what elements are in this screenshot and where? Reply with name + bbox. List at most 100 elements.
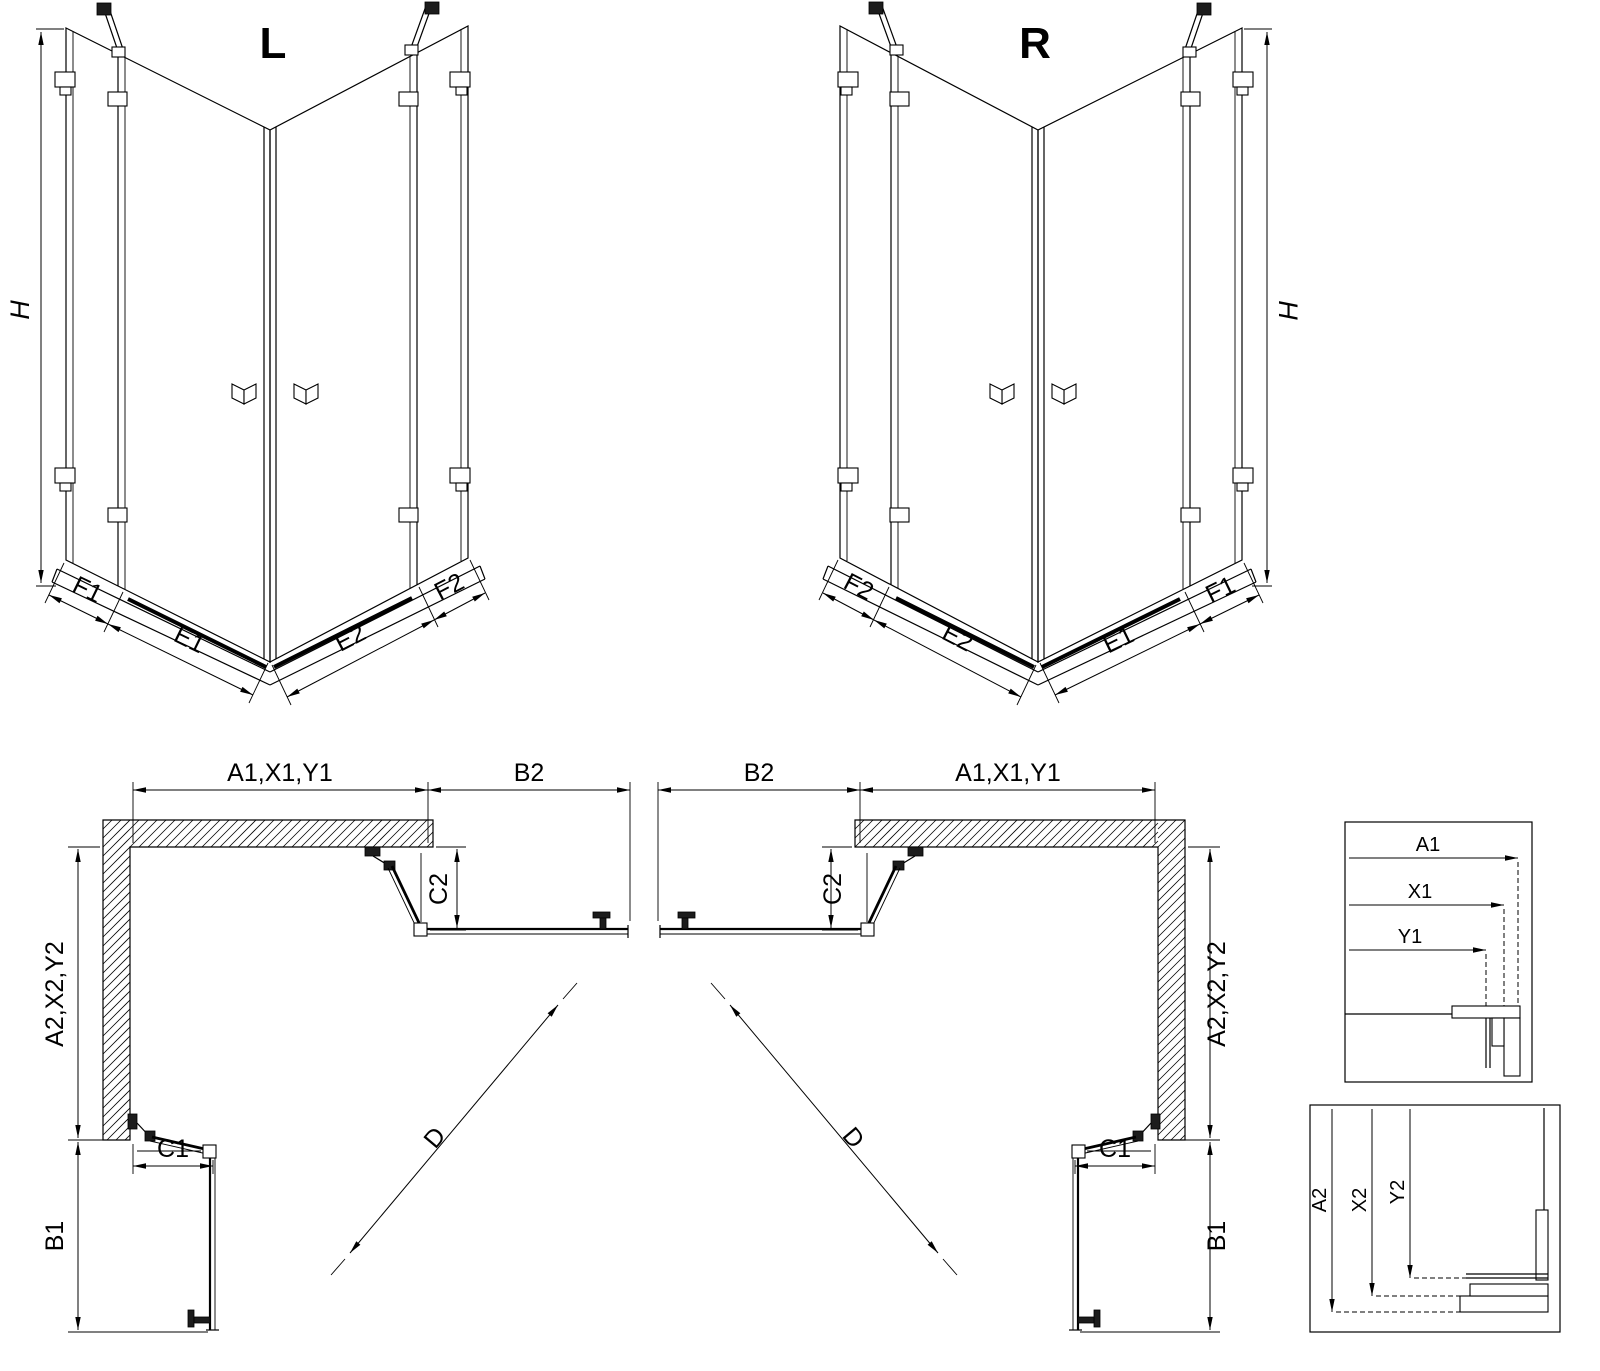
arrowhead: [75, 1317, 81, 1330]
hatch-line: [854, 819, 874, 839]
dim-label-C1-left: C1: [157, 1135, 189, 1163]
rod-glass-connector: [889, 44, 904, 56]
hatch-line: [102, 1035, 131, 1064]
hatch-line: [219, 819, 248, 848]
tray-edge: [1037, 568, 1252, 673]
view-label-R: R: [1019, 19, 1051, 68]
hatch-line: [1157, 990, 1186, 1019]
wall-hatching: [102, 819, 1186, 1141]
hatch-line: [1106, 819, 1135, 848]
hatch-line: [102, 1017, 131, 1046]
hatch-line: [1157, 891, 1186, 920]
door-handle: [231, 383, 245, 405]
wall-clamp: [1236, 86, 1249, 96]
arrowhead: [133, 1163, 146, 1169]
extension-line: [44, 562, 65, 604]
arrowhead: [108, 624, 121, 633]
hatch-line: [1088, 819, 1117, 848]
left-glass-panel: [65, 27, 271, 663]
arrowhead: [1200, 615, 1213, 624]
hatch-line: [228, 819, 257, 848]
door-handle: [293, 383, 307, 405]
hatch-line: [102, 882, 131, 911]
hatch-line: [1025, 819, 1054, 848]
right-glass-panel: [839, 25, 1039, 663]
hinge-block: [892, 860, 905, 871]
arrowhead: [200, 1163, 213, 1169]
hatch-line: [1157, 999, 1186, 1028]
arrowhead: [658, 787, 671, 793]
hatch-line: [210, 819, 239, 848]
door-hinge: [398, 91, 419, 107]
arrowhead: [1246, 595, 1259, 604]
hatch-line: [1007, 819, 1036, 848]
hatch-line: [327, 819, 356, 848]
hatch-line: [998, 819, 1027, 848]
wall-clamp: [449, 71, 471, 88]
arrowhead: [75, 1125, 81, 1138]
hatch-line: [1157, 927, 1186, 956]
handle: [1093, 1309, 1101, 1328]
arrowhead: [823, 593, 836, 602]
extension-line: [418, 586, 439, 628]
hatch-line: [183, 819, 212, 848]
hatch-line: [1157, 837, 1186, 866]
dim-label-F1-right: F1: [1201, 571, 1240, 609]
hatch-line: [354, 819, 383, 848]
rod-glass-connector: [1182, 46, 1197, 58]
hatch-line: [102, 1053, 131, 1082]
corner-bracket: [860, 922, 875, 937]
hatch-line: [399, 819, 428, 848]
door-C2: [390, 865, 423, 928]
hatch-line: [102, 828, 131, 857]
arrowhead: [38, 570, 44, 583]
hatch-line: [1157, 1098, 1186, 1127]
dim-line-D: [729, 1004, 939, 1254]
dim-label-A2X2Y2-left: A2,X2,Y2: [41, 941, 69, 1047]
wall-clamp: [1232, 71, 1254, 88]
door-C1-edge: [1080, 1140, 1139, 1155]
hatch-line: [1157, 828, 1186, 857]
hatch-line: [1157, 819, 1177, 839]
hatch-line: [935, 819, 964, 848]
detail-label-A1: A1: [1416, 834, 1440, 856]
hatch-line: [1157, 882, 1186, 911]
dim-label-A2X2Y2-right: A2,X2,Y2: [1203, 941, 1231, 1047]
hatch-line: [102, 927, 131, 956]
perspective-view-right: [818, 1, 1272, 706]
arrowhead: [1207, 849, 1213, 862]
hatch-line: [102, 837, 131, 866]
hatch-line: [1157, 945, 1186, 974]
hatch-line: [1157, 1107, 1186, 1136]
hinge-block: [383, 860, 396, 871]
dim-label-F1-left: F1: [68, 571, 107, 609]
hatch-line: [201, 819, 230, 848]
hatch-line: [102, 990, 131, 1019]
hatch-line: [102, 954, 131, 983]
hatch-line: [174, 819, 203, 848]
door-hinge: [364, 846, 381, 857]
extension-line: [1243, 562, 1264, 604]
hatch-line: [1070, 819, 1099, 848]
dim-label-A1X1Y1-right: A1,X1,Y1: [955, 759, 1061, 787]
hatch-line: [1157, 900, 1186, 929]
hatch-line: [102, 900, 131, 929]
arrowhead: [350, 1241, 361, 1253]
tray-edge: [822, 565, 829, 580]
arrowhead: [434, 611, 447, 620]
tray-edge: [1037, 581, 1257, 686]
hatch-line: [1157, 1008, 1186, 1037]
dim-label-H-left: H: [5, 300, 35, 320]
hatch-line: [1157, 1053, 1186, 1082]
dim-label-C2-right: C2: [819, 873, 847, 905]
hatch-line: [102, 1107, 131, 1136]
hatch-line: [953, 819, 982, 848]
hatch-line: [102, 936, 131, 965]
hatch-line: [1157, 864, 1186, 893]
hatch-line: [102, 1008, 131, 1037]
extension-line: [1016, 664, 1037, 706]
wall-clamp: [840, 86, 853, 96]
arrowhead: [1142, 787, 1155, 793]
detail-label-Y2: Y2: [1387, 1180, 1409, 1204]
hatch-line: [102, 1044, 131, 1073]
